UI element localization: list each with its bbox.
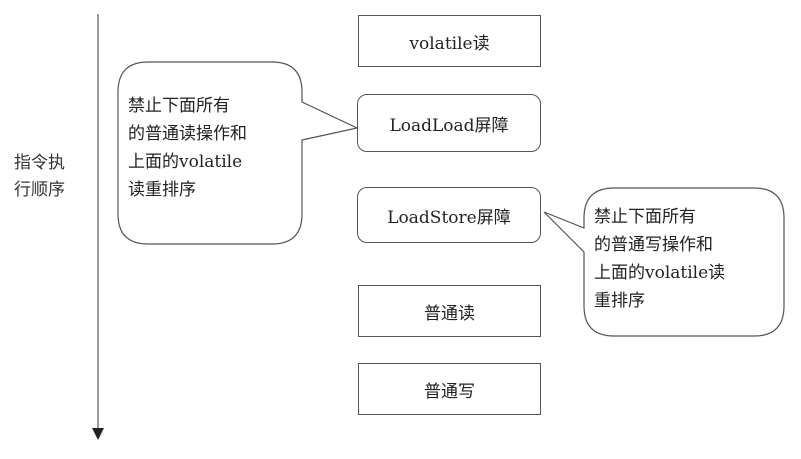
right-callout-bubble xyxy=(543,187,785,337)
right-callout-text: 禁止下面所有 的普通写操作和 上面的volatile读 重排序 xyxy=(594,207,726,311)
loadstore-barrier-box: LoadStore屏障 xyxy=(357,187,541,243)
loadstore-barrier-label: LoadStore屏障 xyxy=(387,207,511,228)
normal-write-box: 普通写 xyxy=(358,363,541,415)
loadload-barrier-label: LoadLoad屏障 xyxy=(389,115,509,136)
order-axis-arrowhead xyxy=(92,428,104,440)
loadload-barrier-box: LoadLoad屏障 xyxy=(357,94,541,152)
normal-write-label: 普通写 xyxy=(424,381,475,402)
left-callout-text: 禁止下面所有 的普通读操作和 上面的volatile 读重排序 xyxy=(128,96,247,200)
volatile-read-label: volatile读 xyxy=(409,33,490,54)
execution-order-label: 指令执 行顺序 xyxy=(14,153,65,200)
volatile-read-box: volatile读 xyxy=(358,15,541,67)
left-callout-bubble xyxy=(117,61,359,245)
normal-read-box: 普通读 xyxy=(358,285,541,337)
normal-read-label: 普通读 xyxy=(424,303,475,324)
